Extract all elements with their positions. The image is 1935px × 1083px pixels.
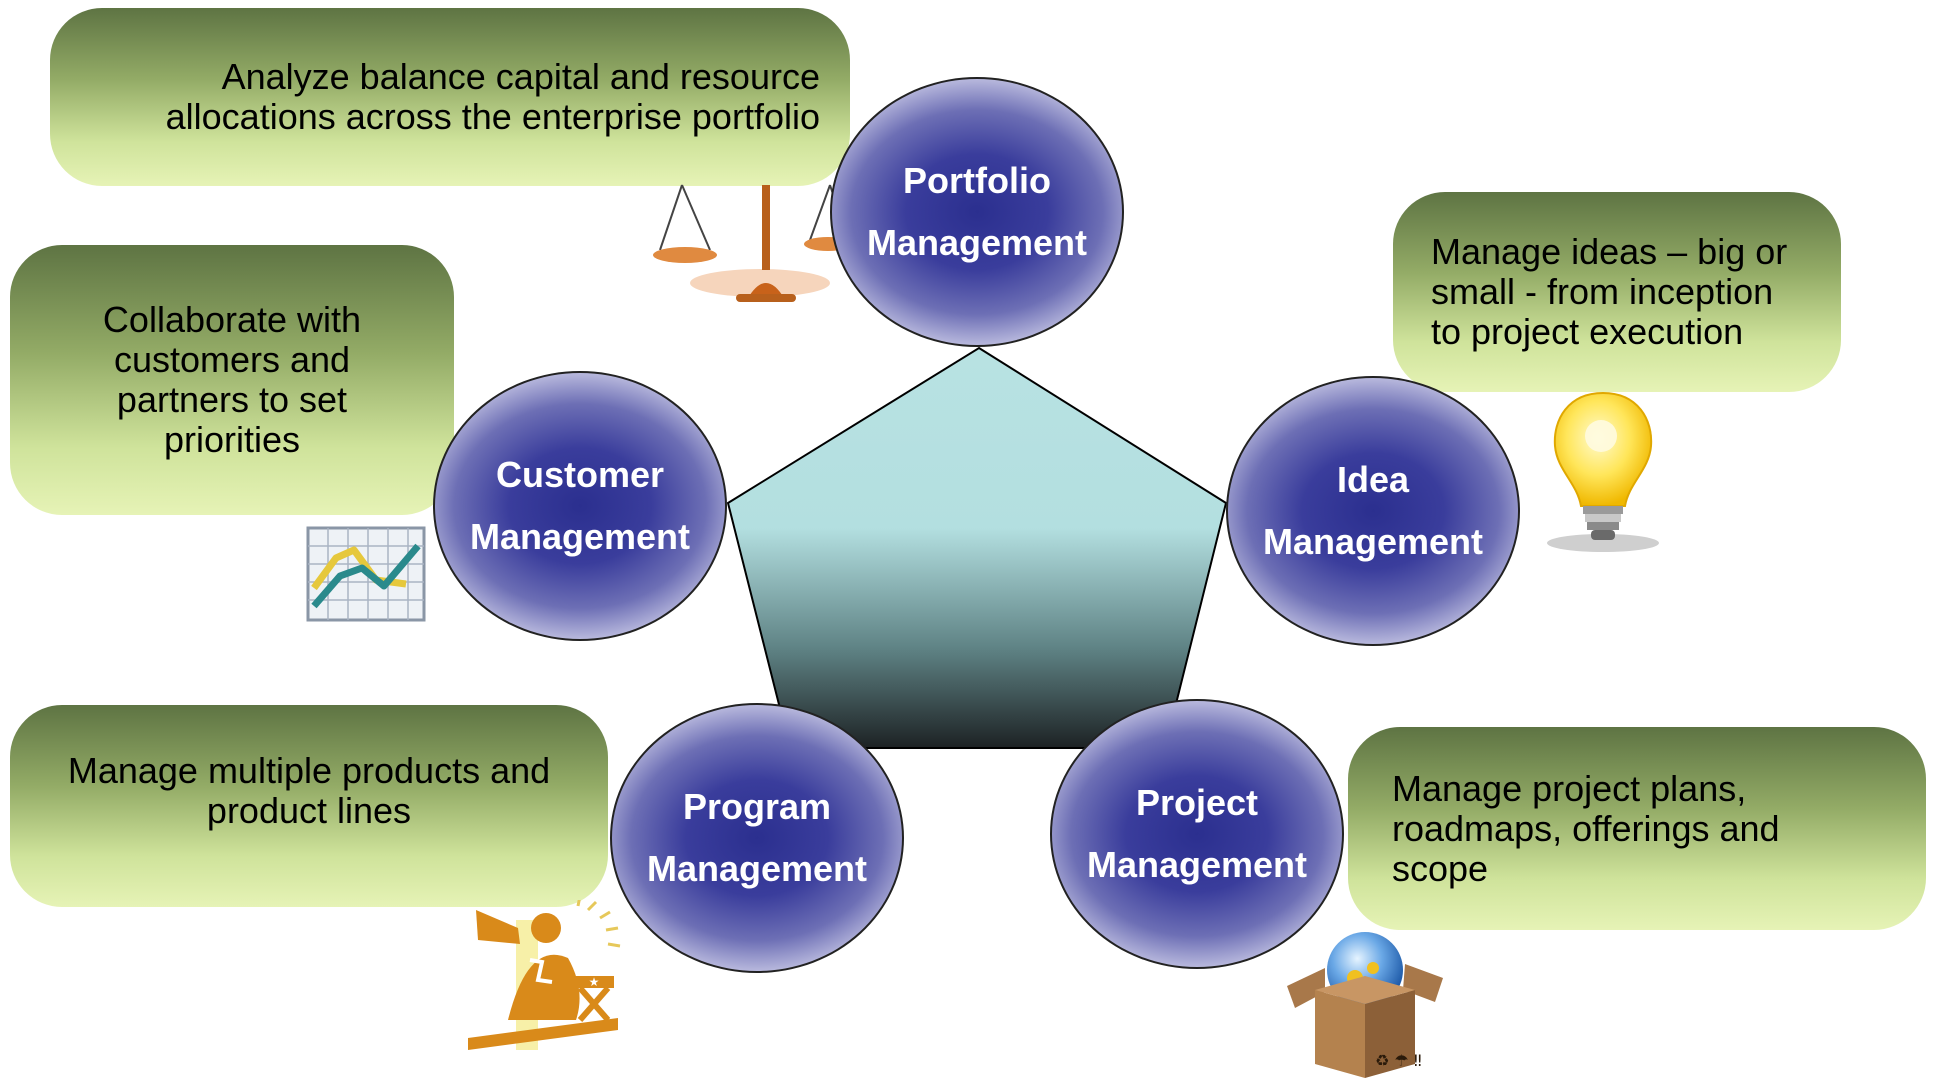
project-node-subtitle: Management bbox=[1086, 844, 1308, 885]
program-node-title: Program bbox=[682, 786, 832, 827]
portfolio-callout-line-2: allocations across the enterprise portfo… bbox=[165, 96, 820, 137]
customer-callout: Collaborate with customers and partners … bbox=[10, 245, 454, 515]
portfolio-callout: Analyze balance capital and resource all… bbox=[50, 8, 850, 186]
project-callout-line-3: scope bbox=[1392, 847, 1489, 889]
director-megaphone-icon: ★ bbox=[468, 900, 621, 1050]
program-callout-line-1: Manage multiple products and bbox=[67, 750, 551, 791]
customer-node-subtitle: Management bbox=[469, 516, 691, 557]
idea-node-title: Idea bbox=[1336, 459, 1410, 500]
portfolio-node-subtitle: Management bbox=[866, 222, 1088, 263]
customer-callout-line-2: customers and bbox=[113, 339, 351, 380]
project-management-node: Project Management bbox=[1050, 699, 1344, 969]
idea-callout: Manage ideas – big or small - from incep… bbox=[1393, 192, 1841, 392]
light-bulb-icon bbox=[1547, 391, 1659, 552]
svg-text:★: ★ bbox=[589, 975, 600, 989]
central-pentagon bbox=[726, 346, 1228, 749]
program-callout: Manage multiple products and product lin… bbox=[10, 705, 608, 907]
program-callout-line-2: product lines bbox=[206, 790, 412, 831]
customer-management-node: Customer Management bbox=[433, 371, 727, 641]
globe-in-box-icon: ♻ ☂ ‼ bbox=[1287, 932, 1443, 1078]
customer-callout-line-4: priorities bbox=[163, 419, 301, 460]
svg-text:♻ ☂ ‼: ♻ ☂ ‼ bbox=[1375, 1051, 1422, 1070]
project-callout-line-1: Manage project plans, bbox=[1392, 767, 1747, 809]
program-node-subtitle: Management bbox=[646, 848, 868, 889]
idea-management-node: Idea Management bbox=[1226, 376, 1520, 646]
project-node-title: Project bbox=[1135, 782, 1259, 823]
project-callout-line-2: roadmaps, offerings and bbox=[1392, 807, 1780, 849]
balance-scale-icon bbox=[653, 184, 850, 302]
portfolio-callout-line-1: Analyze balance capital and resource bbox=[221, 56, 820, 97]
customer-callout-line-1: Collaborate with bbox=[102, 299, 362, 340]
line-chart-icon bbox=[306, 526, 426, 622]
idea-node-subtitle: Management bbox=[1262, 521, 1484, 562]
program-management-node: Program Management bbox=[610, 703, 904, 973]
customer-node-title: Customer bbox=[495, 454, 664, 495]
project-callout: Manage project plans, roadmaps, offering… bbox=[1348, 727, 1926, 930]
idea-callout-line-3: to project execution bbox=[1431, 311, 1744, 352]
idea-callout-line-2: small - from inception bbox=[1431, 271, 1774, 312]
idea-callout-line-1: Manage ideas – big or bbox=[1431, 231, 1788, 272]
customer-callout-line-3: partners to set bbox=[116, 379, 348, 420]
portfolio-node-title: Portfolio bbox=[903, 160, 1051, 201]
portfolio-management-node: Portfolio Management bbox=[830, 77, 1124, 347]
